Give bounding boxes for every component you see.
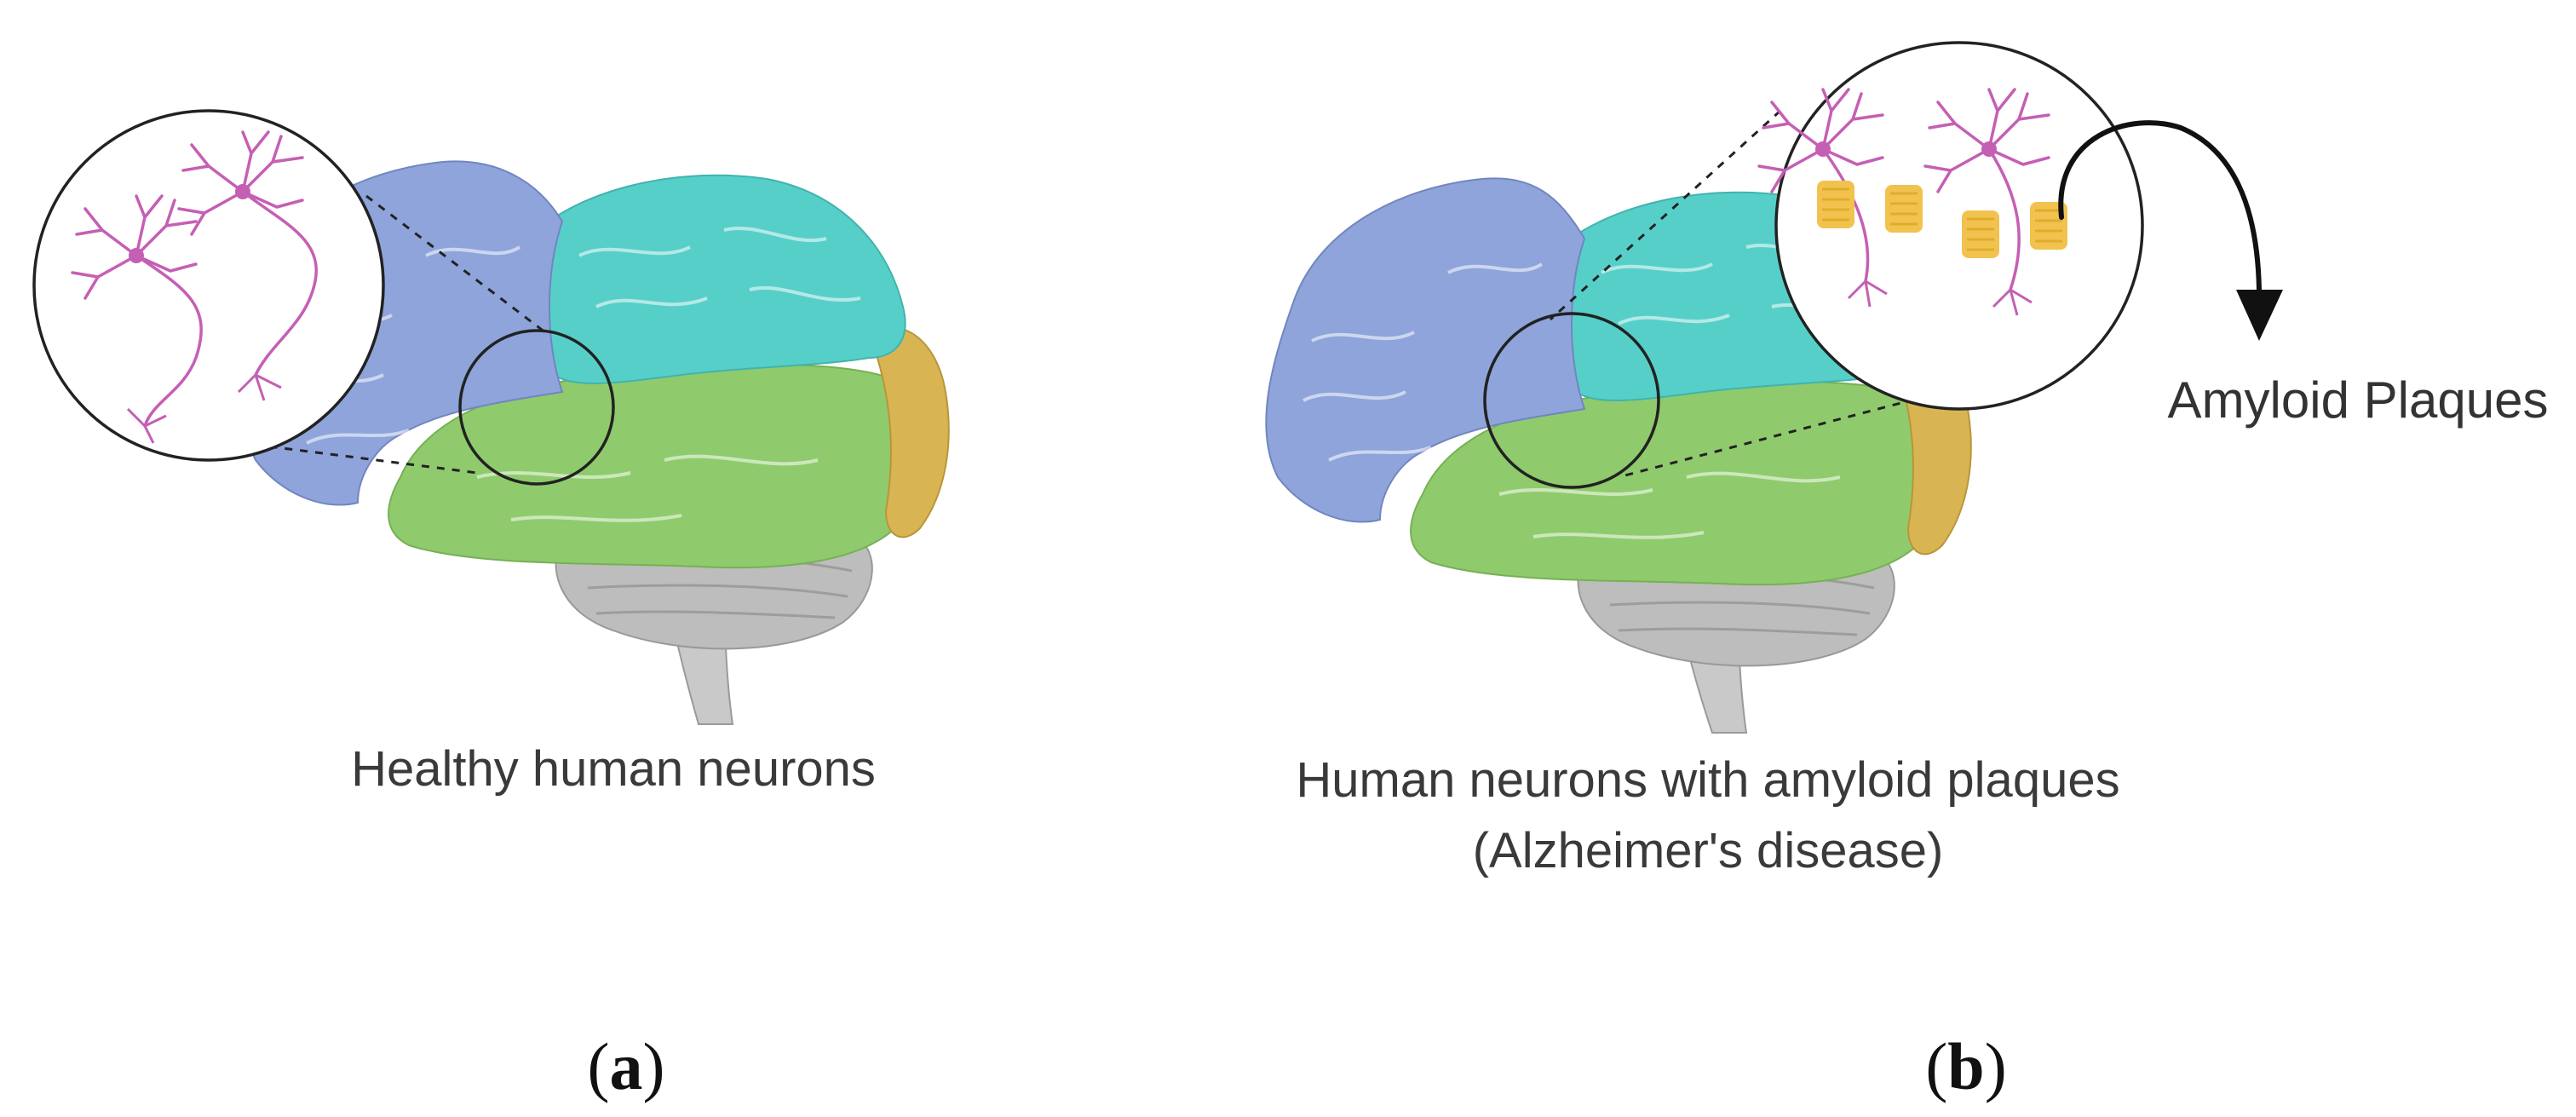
occipital-lobe: [867, 325, 950, 538]
amyloid-plaques-label: Amyloid Plaques: [2168, 371, 2549, 429]
zoom-connector-lines: [1549, 109, 1960, 479]
neuron-icon: [1757, 88, 2050, 316]
zoom-connector-lines: [208, 194, 546, 475]
caption-panel-b-line2: (Alzheimer's disease): [1473, 823, 1944, 878]
panel-a: Healthy human neurons (a): [32, 109, 950, 1103]
panel-label-b: (b): [1925, 1029, 2006, 1103]
neuron-icon: [71, 130, 319, 444]
panel-label-a: (a): [588, 1029, 665, 1103]
parietal-lobe: [518, 174, 906, 384]
magnifier-spot: [1483, 312, 1660, 489]
curved-arrow-icon: [2058, 120, 2283, 341]
magnifier-spot: [458, 329, 615, 486]
caption-panel-a: Healthy human neurons: [351, 741, 876, 797]
caption-panel-b-line1: Human neurons with amyloid plaques: [1296, 752, 2119, 808]
neuron-zoom-circle: [32, 109, 385, 462]
neuron-zoom-circle: [1757, 41, 2144, 411]
panel-b: Amyloid Plaques Human neurons with amylo…: [1265, 41, 2549, 1103]
frontal-lobe: [1265, 177, 1586, 523]
